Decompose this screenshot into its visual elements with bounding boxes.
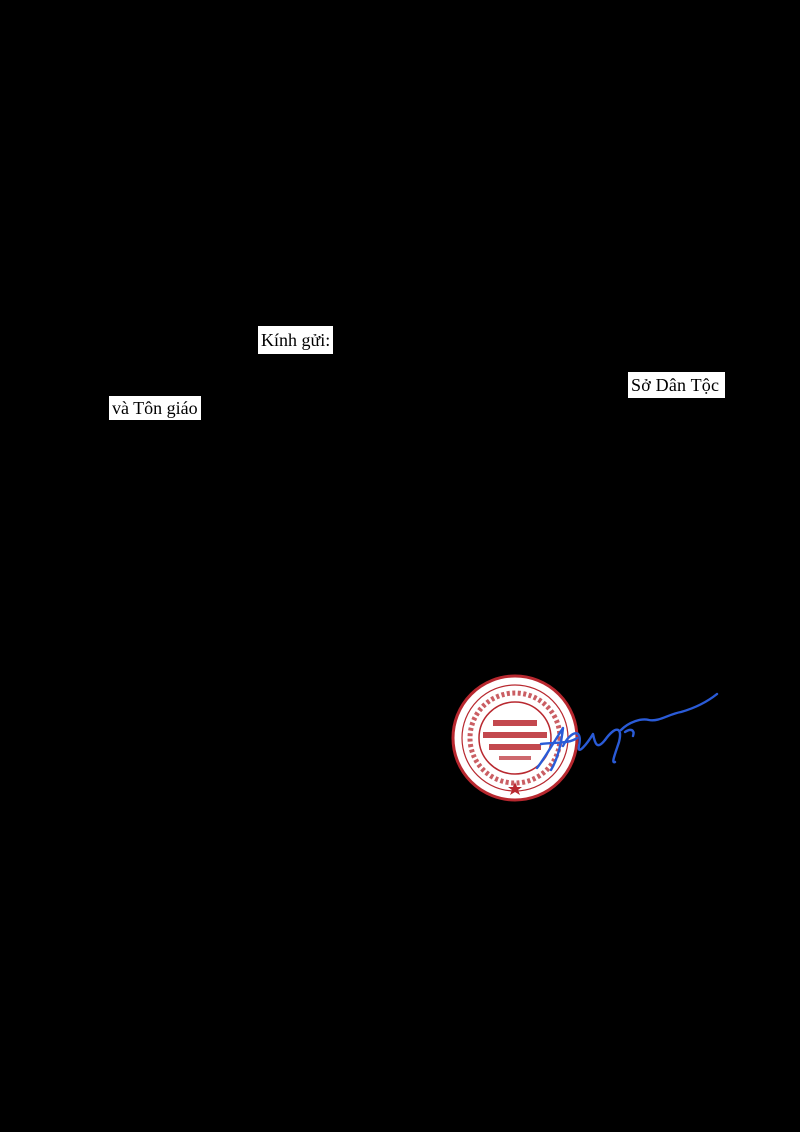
official-seal-icon bbox=[451, 674, 579, 802]
seal-signature-graphic bbox=[451, 674, 719, 802]
handwritten-signature-icon bbox=[535, 692, 719, 772]
salutation-text: Kính gửi: bbox=[258, 326, 334, 354]
recipient-line-1: Sở Dân Tộc bbox=[628, 372, 725, 398]
seal-and-signature bbox=[445, 670, 730, 810]
recipient-line-2: và Tôn giáo bbox=[109, 396, 201, 420]
